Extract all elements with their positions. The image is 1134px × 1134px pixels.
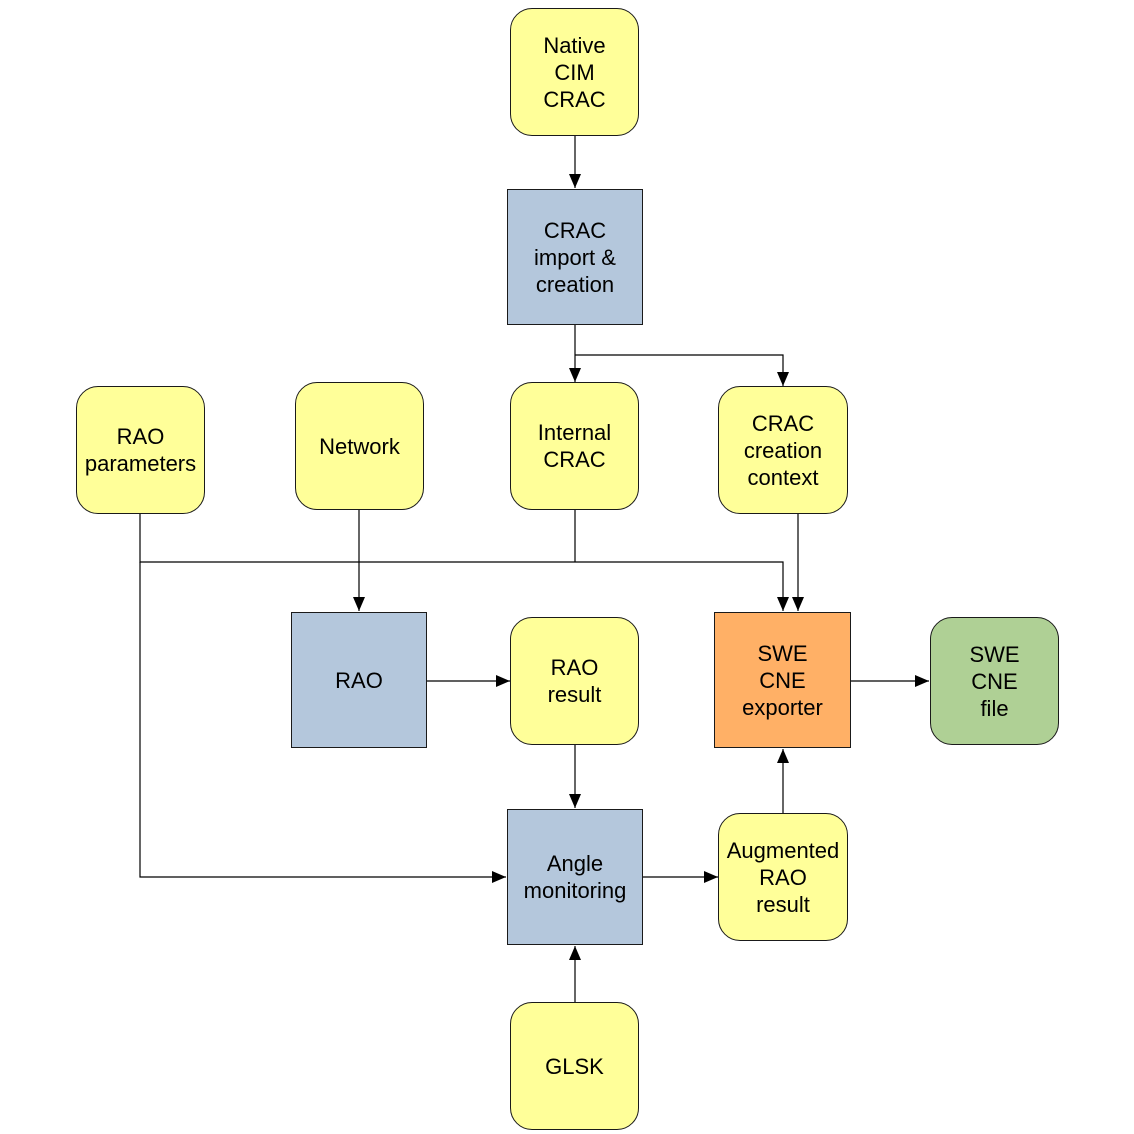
augmented-rao-result-label-line-1: Augmented xyxy=(726,837,840,863)
rao-parameters-label-line-1: RAO xyxy=(116,424,165,449)
network-label-line-1: Network xyxy=(319,433,400,459)
augmented-rao-result-label-line-3: result xyxy=(756,891,810,917)
crac-creation-context-label-line-3: context xyxy=(747,464,819,490)
angle-monitoring-label-line-2: monitoring xyxy=(523,878,627,903)
native-cim-crac-label-line-3: CRAC xyxy=(543,86,606,112)
rao-node: RAO xyxy=(291,612,427,748)
crac-import-creation-label-line-2: import & xyxy=(534,244,616,270)
crac-creation-context-label-line-2: creation xyxy=(743,437,823,463)
edge-rao-parameters-to-swe-cne-exporter xyxy=(139,514,789,611)
edge-crac-import-to-crac-creation-context xyxy=(575,354,789,386)
swe-cne-file-label-line-2: CNE xyxy=(971,668,1018,694)
internal-crac-label-line-2: CRAC xyxy=(543,447,606,472)
internal-crac-label-line-1: Internal xyxy=(537,420,612,445)
glsk-label-line-1: GLSK xyxy=(545,1053,604,1079)
rao-parameters-label-line-2: parameters xyxy=(84,451,197,476)
augmented-rao-result-label-line-2: RAO xyxy=(759,864,807,890)
swe-cne-exporter-label-line-2: CNE xyxy=(759,667,806,693)
swe-cne-file-label-line-1: SWE xyxy=(969,641,1020,667)
edge-rao-parameters-to-angle-monitoring xyxy=(139,562,506,883)
swe-cne-file-label-line-3: file xyxy=(980,695,1009,721)
rao-result-label-line-2: result xyxy=(547,682,602,707)
rao-result-label-line-1: RAO xyxy=(550,655,599,680)
swe-cne-exporter-label-line-3: exporter xyxy=(742,694,823,720)
native-cim-crac-label-line-1: Native xyxy=(543,32,606,58)
crac-import-creation-label-line-3: creation xyxy=(535,271,615,297)
network-node: Network xyxy=(295,382,424,510)
crac-creation-context-label-line-1: CRAC xyxy=(751,410,815,436)
native-cim-crac-label-line-2: CIM xyxy=(554,59,595,85)
rao-label-line-1: RAO xyxy=(335,667,383,693)
angle-monitoring-label-line-1: Angle xyxy=(546,851,604,876)
crac-import-creation-label-line-1: CRAC xyxy=(543,217,607,243)
glsk-node: GLSK xyxy=(510,1002,639,1130)
swe-cne-exporter-label-line-1: SWE xyxy=(757,640,808,666)
